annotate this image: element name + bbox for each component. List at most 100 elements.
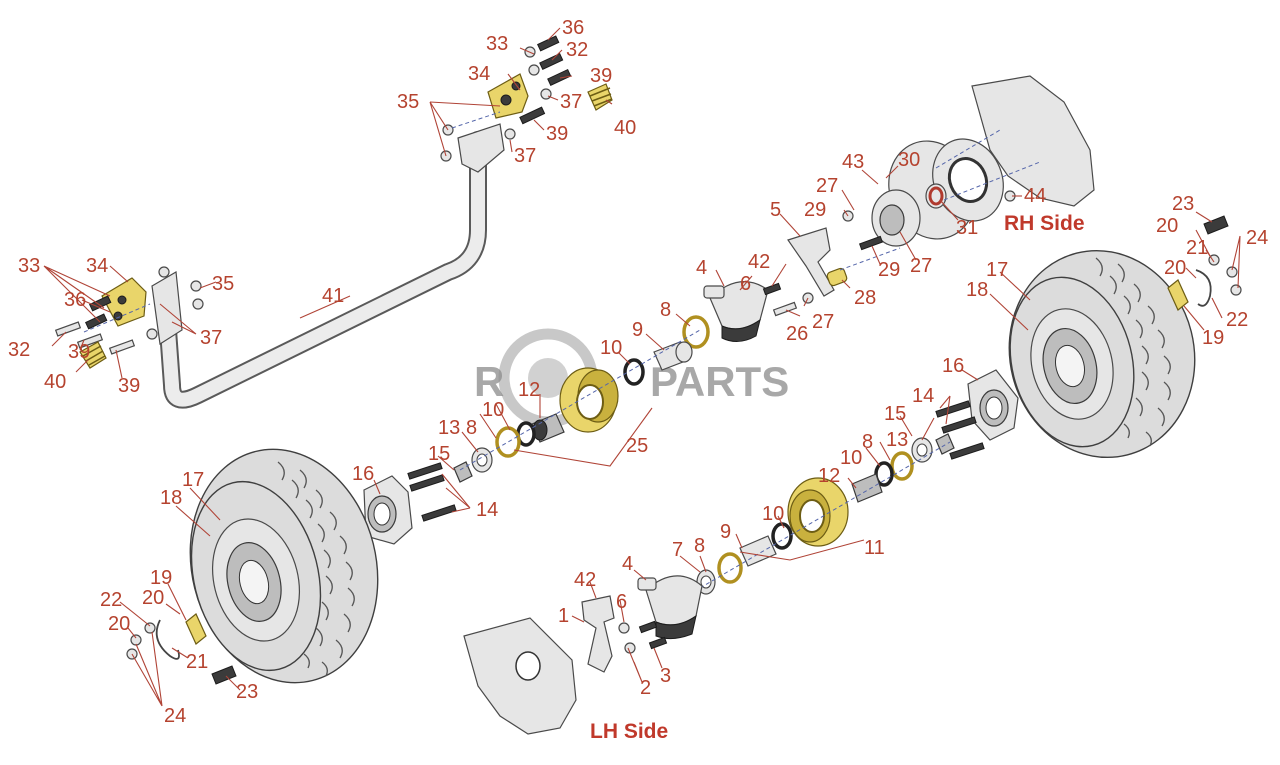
left-bracket-assembly	[54, 266, 204, 369]
watermark-left: R	[474, 358, 504, 405]
callout-16: 16	[942, 355, 964, 377]
callout-14: 14	[476, 499, 498, 521]
callout-20: 20	[1156, 215, 1178, 237]
callout-8: 8	[466, 417, 477, 439]
callout-43: 43	[842, 151, 864, 173]
callout-9: 9	[632, 319, 643, 341]
callout-labels: 33 36 32 34 39 35 37 39 40 37 33 34 35 3…	[8, 17, 1268, 743]
callout-18: 18	[160, 487, 182, 509]
callout-39: 39	[68, 341, 90, 363]
callout-13: 13	[438, 417, 460, 439]
callout-22: 22	[1226, 309, 1248, 331]
valve-parts-left	[126, 613, 237, 685]
callout-15: 15	[428, 443, 450, 465]
callout-1: 1	[558, 605, 569, 627]
callout-33: 33	[18, 255, 40, 277]
lh-side-label: LH Side	[590, 720, 668, 743]
callout-42: 42	[748, 251, 770, 273]
callout-2: 2	[640, 677, 651, 699]
callout-6: 6	[740, 273, 751, 295]
callout-30: 30	[898, 149, 920, 171]
callout-24: 24	[164, 705, 186, 727]
callout-37: 37	[514, 145, 536, 167]
callout-10: 10	[482, 399, 504, 421]
upper-bracket-assembly	[440, 35, 613, 173]
callout-27: 27	[812, 311, 834, 333]
callout-3: 3	[660, 665, 671, 687]
callout-19: 19	[1202, 327, 1224, 349]
callout-40: 40	[44, 371, 66, 393]
valve-parts-right	[1167, 215, 1242, 311]
callout-31: 31	[956, 217, 978, 239]
callout-17: 17	[986, 259, 1008, 281]
callout-29: 29	[804, 199, 826, 221]
callout-41: 41	[322, 285, 344, 307]
callout-5: 5	[770, 199, 781, 221]
callout-25: 25	[626, 435, 648, 457]
callout-32: 32	[8, 339, 30, 361]
callout-16: 16	[352, 463, 374, 485]
callout-4: 4	[696, 257, 707, 279]
callout-42: 42	[574, 569, 596, 591]
callout-22: 22	[100, 589, 122, 611]
callout-6: 6	[616, 591, 627, 613]
callout-23: 23	[236, 681, 258, 703]
callout-39: 39	[118, 375, 140, 397]
callout-8: 8	[694, 535, 705, 557]
callout-36: 36	[562, 17, 584, 39]
callout-33: 33	[486, 33, 508, 55]
callout-24: 24	[1246, 227, 1268, 249]
callout-39: 39	[546, 123, 568, 145]
callout-35: 35	[212, 273, 234, 295]
front-hub-stack	[453, 315, 710, 483]
watermark: R PARTS	[474, 328, 789, 428]
callout-36: 36	[64, 289, 86, 311]
callout-4: 4	[622, 553, 633, 575]
callout-20: 20	[142, 587, 164, 609]
callout-34: 34	[468, 63, 490, 85]
callout-8: 8	[862, 431, 873, 453]
callout-12: 12	[818, 465, 840, 487]
callout-7: 7	[672, 539, 683, 561]
callout-27: 27	[910, 255, 932, 277]
callout-21: 21	[1186, 237, 1208, 259]
callout-28: 28	[854, 287, 876, 309]
callout-44: 44	[1024, 185, 1046, 207]
callout-12: 12	[518, 379, 540, 401]
callout-35: 35	[397, 91, 419, 113]
rh-side-label: RH Side	[1004, 212, 1085, 235]
callout-19: 19	[150, 567, 172, 589]
callout-32: 32	[566, 39, 588, 61]
callout-8: 8	[660, 299, 671, 321]
callout-10: 10	[600, 337, 622, 359]
callout-29: 29	[878, 259, 900, 281]
lh-brake-assembly	[463, 575, 703, 735]
right-tire	[1008, 249, 1196, 459]
callout-40: 40	[614, 117, 636, 139]
callout-27: 27	[816, 175, 838, 197]
callout-15: 15	[884, 403, 906, 425]
callout-20: 20	[108, 613, 130, 635]
callout-10: 10	[840, 447, 862, 469]
callout-14: 14	[912, 385, 934, 407]
callout-11: 11	[864, 537, 885, 559]
left-tire	[189, 448, 379, 684]
callout-17: 17	[182, 469, 204, 491]
callout-21: 21	[186, 651, 208, 673]
rear-hub-stack	[696, 433, 955, 595]
leader-lines	[43, 27, 1241, 707]
callout-13: 13	[886, 429, 908, 451]
rh-wheel-hub	[935, 369, 1019, 460]
stabilizer-bar	[159, 131, 487, 409]
callout-18: 18	[966, 279, 988, 301]
callout-37: 37	[200, 327, 222, 349]
lh-wheel-hub	[363, 462, 457, 545]
callout-20: 20	[1164, 257, 1186, 279]
callout-39: 39	[590, 65, 612, 87]
callout-10: 10	[762, 503, 784, 525]
callout-23: 23	[1172, 193, 1194, 215]
callout-26: 26	[786, 323, 808, 345]
callout-37: 37	[560, 91, 582, 113]
